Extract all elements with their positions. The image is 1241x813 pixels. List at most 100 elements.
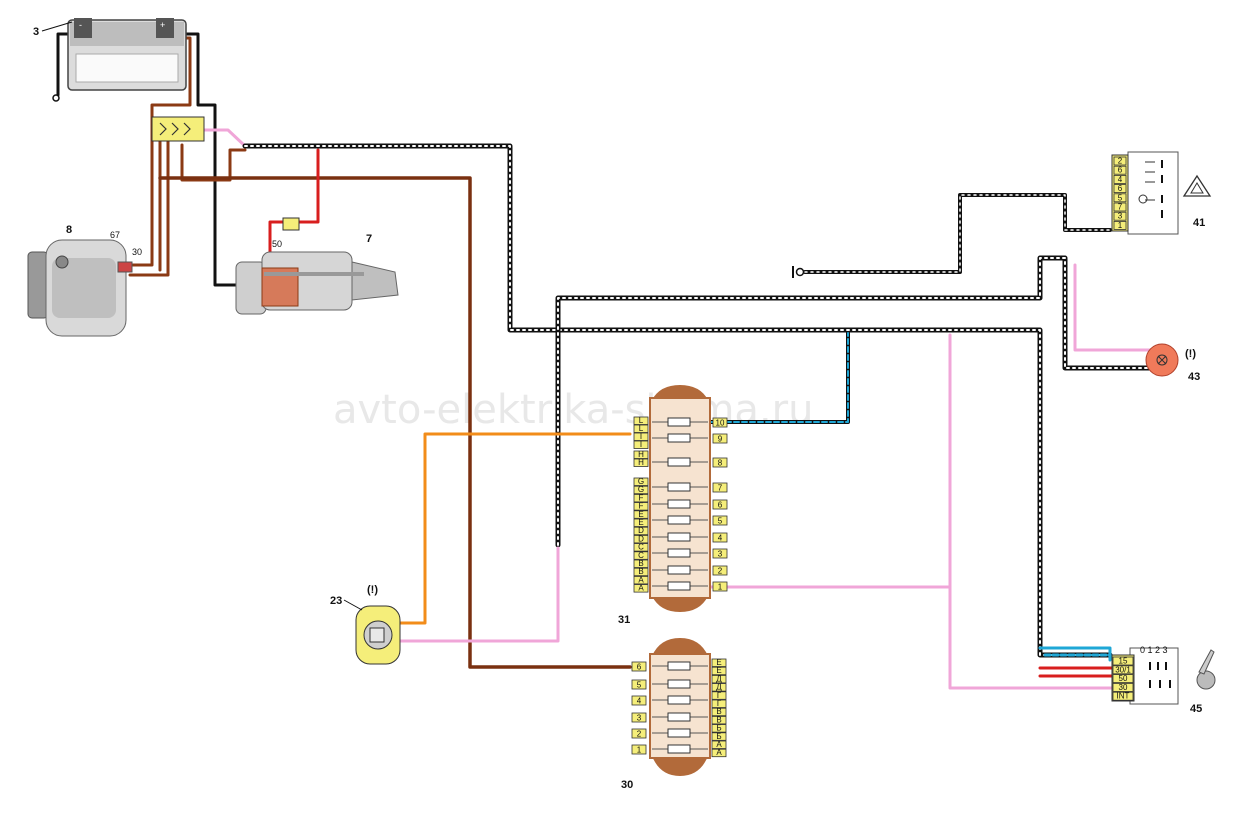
- svg-text:8: 8: [718, 459, 723, 468]
- fuse31-fuse: [652, 548, 708, 558]
- hazard-switch-pin: 4: [1113, 175, 1127, 184]
- starter-terminal-50: 50: [272, 239, 282, 249]
- battery-plus: +: [160, 20, 165, 30]
- svg-text:5: 5: [637, 681, 642, 690]
- fuse31-fuse: [652, 482, 708, 492]
- svg-text:10: 10: [716, 419, 725, 428]
- fuse31-fuse: [652, 433, 708, 443]
- fuse31-right-pin: 7: [712, 482, 728, 493]
- fuse31-left-pin: G: [633, 485, 649, 494]
- hazard-switch-number: 41: [1193, 217, 1205, 229]
- fuse30-right-pin: Б: [711, 724, 727, 733]
- hazard-switch-pin: 6: [1113, 166, 1127, 175]
- svg-text:2: 2: [637, 730, 642, 739]
- warning-lamp: [1145, 343, 1179, 377]
- svg-text:4: 4: [718, 534, 723, 543]
- svg-text:INT: INT: [1117, 692, 1130, 701]
- generator-terminal-30: 30: [132, 247, 142, 257]
- starter-number: 7: [366, 233, 372, 245]
- ground-point: [52, 94, 60, 102]
- svg-text:B: B: [638, 559, 643, 568]
- svg-text:6: 6: [718, 501, 723, 510]
- fuse31-fuse: [652, 417, 708, 427]
- fuse31-left-pin: F: [633, 502, 649, 511]
- fuse30-fuse: [652, 679, 708, 689]
- starter-connector: [282, 217, 300, 231]
- starter: [235, 251, 399, 315]
- fuse30-fuse: [652, 744, 708, 754]
- svg-text:C: C: [638, 543, 644, 552]
- fuse31-left-pin: C: [633, 543, 649, 552]
- svg-text:E: E: [638, 510, 643, 519]
- ignition-switch-pin: 30: [1112, 683, 1134, 692]
- svg-text:6: 6: [1118, 166, 1123, 175]
- svg-text:Б: Б: [716, 732, 721, 741]
- oil-sensor-symbol: (!): [367, 584, 378, 596]
- fuse-box-30-number: 30: [621, 779, 633, 791]
- fuse31-fuse: [652, 457, 708, 467]
- fuse30-fuse: [652, 728, 708, 738]
- fuse30-right-pin: Д: [711, 683, 727, 692]
- svg-text:H: H: [638, 458, 644, 467]
- fuse31-left-pin: L: [633, 424, 649, 433]
- svg-text:4: 4: [1118, 175, 1123, 184]
- ignition-switch-number: 45: [1190, 703, 1202, 715]
- svg-text:G: G: [638, 477, 644, 486]
- svg-text:A: A: [638, 575, 644, 584]
- hazard-triangle-icon: [1182, 174, 1212, 197]
- fuse31-right-pin: 3: [712, 548, 728, 559]
- generator: [27, 239, 133, 337]
- svg-text:30/1: 30/1: [1115, 665, 1131, 674]
- fuse30-right-pin: Е: [711, 658, 727, 667]
- svg-text:D: D: [638, 526, 644, 535]
- svg-text:F: F: [639, 502, 644, 511]
- fuse31-left-pin: A: [633, 584, 649, 593]
- fuse30-left-pin: 2: [631, 728, 647, 739]
- fuse31-right-pin: 4: [712, 532, 728, 543]
- svg-text:D: D: [638, 534, 644, 543]
- hazard-switch-pin: 2: [1113, 157, 1127, 166]
- fuse30-right-pin: А: [711, 748, 727, 757]
- battery-minus: -: [79, 20, 82, 30]
- fuse30-left-pin: 6: [631, 661, 647, 672]
- fuse31-left-pin: B: [633, 559, 649, 568]
- fuse-box-31-number: 31: [618, 614, 630, 626]
- watermark: avto-elektrika-shema.ru: [333, 387, 813, 433]
- fuse30-right-pin: Д: [711, 674, 727, 683]
- svg-text:Г: Г: [717, 699, 722, 708]
- fuse30-right-pin: Г: [711, 691, 727, 700]
- fuse30-right-pin: А: [711, 740, 727, 749]
- fuse31-right-pin: 5: [712, 515, 728, 526]
- fuse31-fuse: [652, 532, 708, 542]
- svg-text:50: 50: [1119, 674, 1128, 683]
- fuse30-left-pin: 3: [631, 712, 647, 723]
- hazard-switch-pin: 7: [1113, 203, 1127, 212]
- fuse31-left-pin: H: [633, 450, 649, 459]
- svg-text:В: В: [716, 715, 721, 724]
- fuse31-right-pin: 6: [712, 499, 728, 510]
- svg-text:5: 5: [1118, 193, 1123, 202]
- fuse30-right-pin: В: [711, 707, 727, 716]
- svg-text:1: 1: [718, 583, 723, 592]
- svg-text:1: 1: [1118, 221, 1123, 230]
- fuse31-fuse: [652, 581, 708, 591]
- fuse30-fuse: [652, 661, 708, 671]
- fuse31-left-pin: A: [633, 575, 649, 584]
- svg-text:Г: Г: [717, 691, 722, 700]
- battery: - +: [52, 18, 187, 102]
- svg-text:3: 3: [1118, 212, 1123, 221]
- ignition-switch-pin: 15: [1112, 657, 1134, 666]
- svg-text:G: G: [638, 485, 644, 494]
- fuse31-left-pin: D: [633, 534, 649, 543]
- svg-text:Д: Д: [716, 674, 722, 683]
- oil-pressure-sensor: [355, 605, 401, 665]
- fuse31-left-pin: H: [633, 458, 649, 467]
- svg-text:А: А: [716, 748, 722, 757]
- fuse30-right-pin: Е: [711, 666, 727, 675]
- generator-terminal-67: 67: [110, 230, 120, 240]
